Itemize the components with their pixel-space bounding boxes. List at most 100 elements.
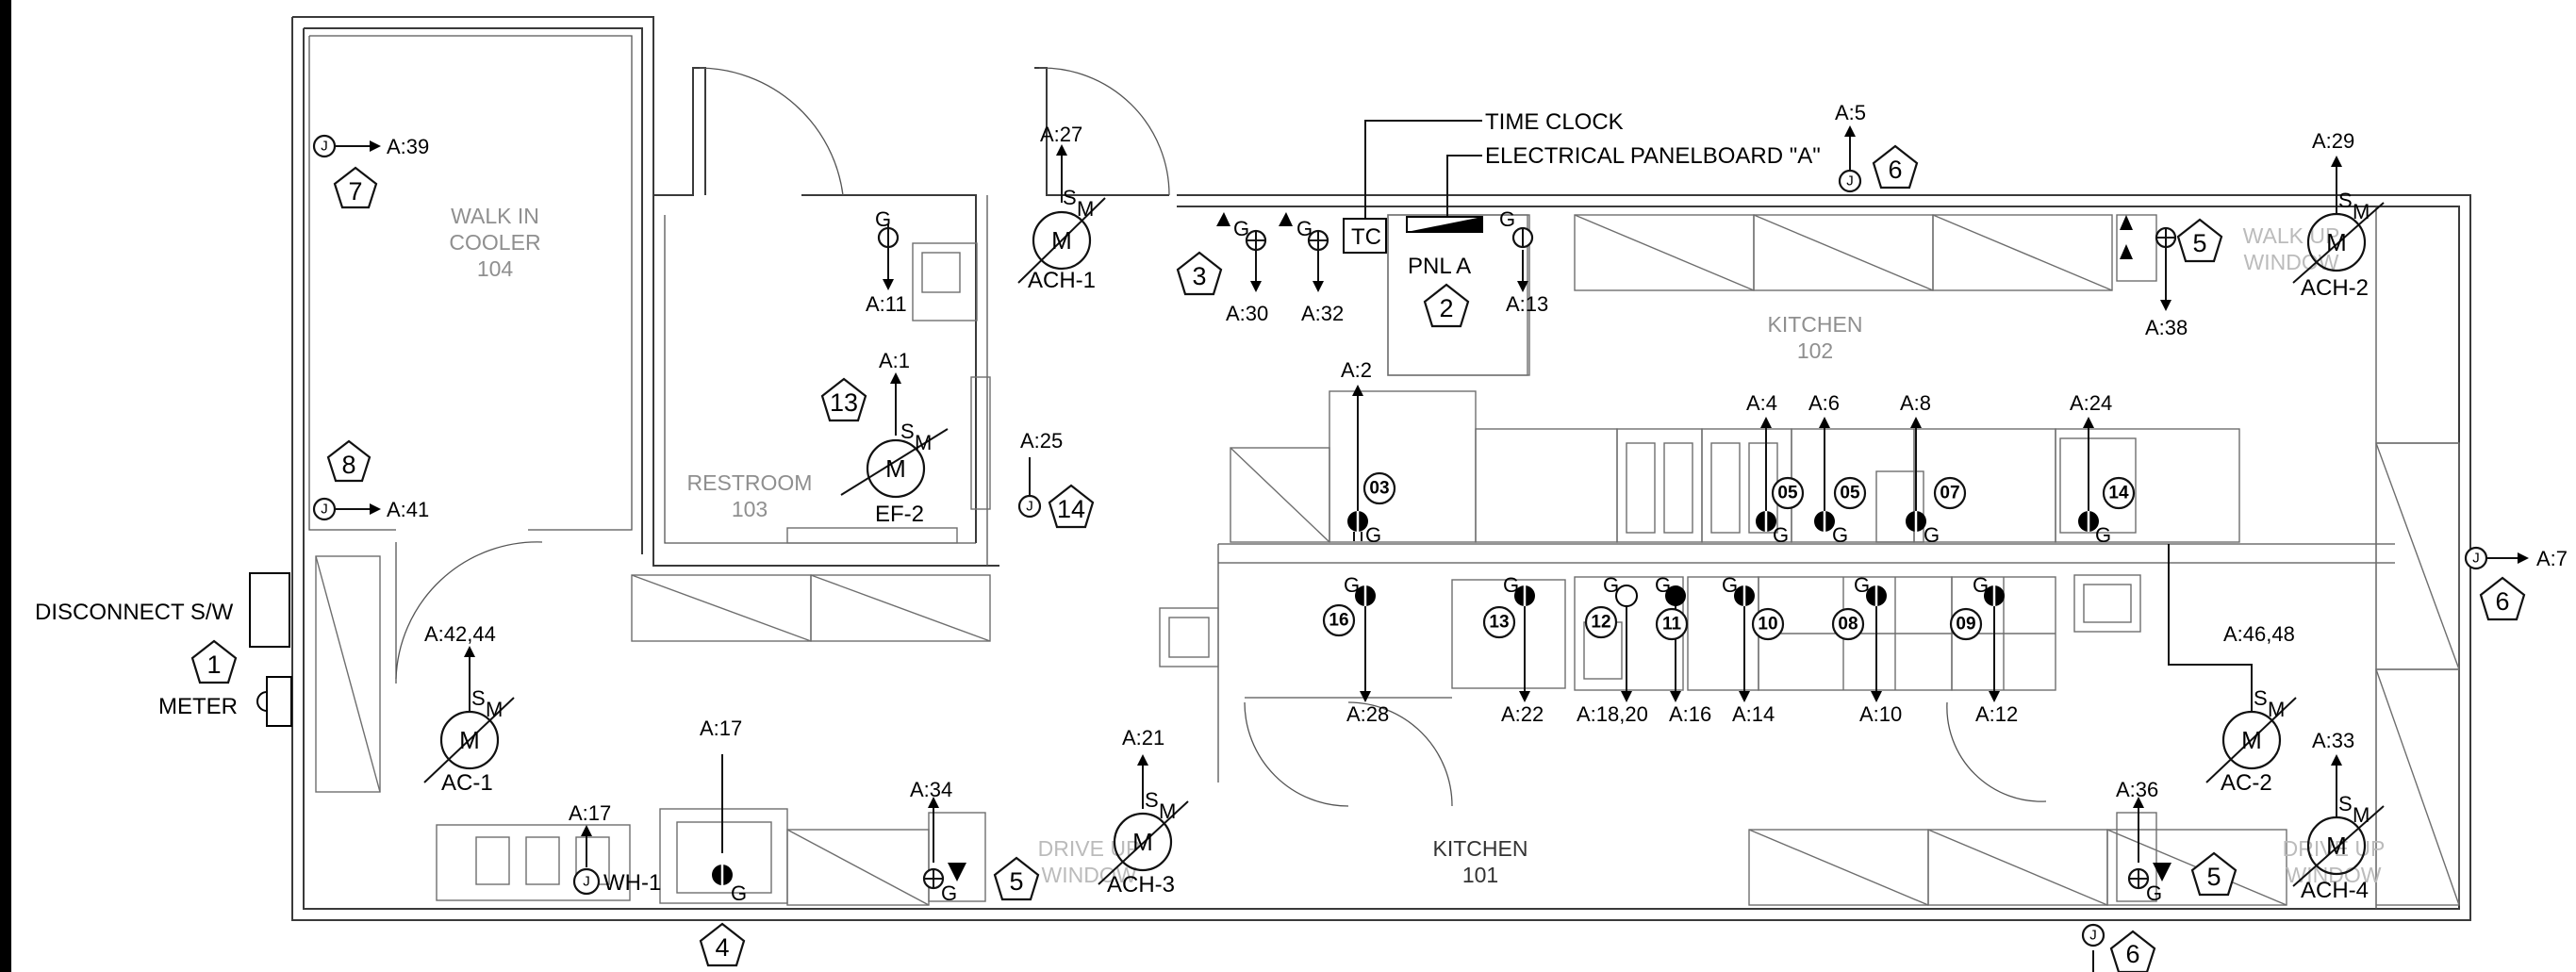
equip-tag-12: 12 <box>1584 605 1618 639</box>
svg-text:M: M <box>885 454 906 483</box>
keynote-8: 8 <box>326 439 372 483</box>
svg-text:J: J <box>1846 173 1854 189</box>
svg-text:1: 1 <box>206 651 221 679</box>
junction-box-a39: J <box>312 134 337 158</box>
motor-ach-4: M S M ACH-4 <box>2292 792 2385 903</box>
disconnect-label: DISCONNECT S/W <box>35 600 234 625</box>
receptacle-07 <box>1906 511 1926 532</box>
svg-text:G: G <box>2095 523 2111 547</box>
svg-text:S: S <box>2254 686 2268 710</box>
leader-lines <box>335 120 2529 972</box>
svg-text:08: 08 <box>1838 615 1858 634</box>
circuit-a32: A:32 <box>1301 302 1344 325</box>
circuit-a28: A:28 <box>1346 702 1389 726</box>
equip-ach-1: ACH-1 <box>1028 268 1096 293</box>
keynote-1: 1 <box>190 639 238 684</box>
circuit-a29: A:29 <box>2312 129 2354 153</box>
svg-text:13: 13 <box>830 388 858 417</box>
svg-text:G: G <box>875 207 891 231</box>
svg-text:M: M <box>1077 197 1094 221</box>
svg-text:16: 16 <box>1329 611 1348 631</box>
junction-box-wh1: J <box>572 867 601 896</box>
equip-ac-2: AC-2 <box>2221 770 2272 796</box>
keynote-6b: 6 <box>2479 576 2526 621</box>
room-walk-up-window-line2: WINDOW <box>2244 250 2339 274</box>
data-outlet-2 <box>1279 212 1293 226</box>
receptacle-11 <box>1665 585 1686 606</box>
svg-text:G: G <box>1773 523 1789 547</box>
svg-text:M: M <box>915 431 932 454</box>
motor-ach-1: M S M ACH-1 <box>1017 186 1106 293</box>
circuit-a7: A:7 <box>2536 547 2568 570</box>
equip-tag-07: 07 <box>1933 476 1967 510</box>
svg-text:J: J <box>2472 551 2480 567</box>
circuit-a36: A:36 <box>2116 778 2158 801</box>
circuit-a38: A:38 <box>2145 316 2188 339</box>
equip-tag-13: 13 <box>1482 605 1516 639</box>
svg-text:14: 14 <box>2108 484 2129 503</box>
room-drive-up-window-1-line2: WINDOW <box>1042 863 1137 887</box>
svg-text:G: G <box>1655 573 1671 597</box>
receptacle-12 <box>1615 585 1638 607</box>
keynote-14: 14 <box>1048 484 1095 529</box>
svg-text:G: G <box>1603 573 1619 597</box>
receptacle-a32 <box>1307 229 1329 252</box>
receptacle-a34 <box>922 867 945 890</box>
svg-text:M: M <box>2353 803 2370 827</box>
svg-text:M: M <box>2353 200 2370 223</box>
receptacle-a30 <box>1245 229 1267 252</box>
room-walk-in-cooler-line2: COOLER <box>449 230 540 255</box>
svg-text:M: M <box>459 726 480 754</box>
svg-text:M: M <box>2241 726 2262 754</box>
room-walk-in-cooler-number: 104 <box>477 256 514 281</box>
room-walk-up-window-line1: WALK UP <box>2243 223 2340 248</box>
room-kitchen-102-number: 102 <box>1797 338 1833 363</box>
circuit-a11: A:11 <box>866 292 907 316</box>
svg-text:G: G <box>1365 523 1381 547</box>
junction-box-a5: J <box>1838 169 1862 193</box>
panel-a-label: PNL A <box>1408 254 1471 279</box>
keynote-5c: 5 <box>2190 851 2237 897</box>
door-swings <box>395 67 2047 807</box>
disconnect-switch <box>249 572 290 648</box>
panel-a-fill <box>1407 217 1482 232</box>
receptacle-a38 <box>2155 226 2177 249</box>
circuit-a13: A:13 <box>1506 292 1548 316</box>
circuit-a34: A:34 <box>910 778 952 801</box>
misc-labels: TIME CLOCK ELECTRICAL PANELBOARD "A" DIS… <box>35 109 1821 896</box>
data-outlet-4 <box>2120 244 2133 259</box>
time-clock-box-label: TC <box>1351 224 1381 250</box>
circuit-labels: A:39 A:41 A:11 A:27 A:1 A:25 A:30 A:32 A… <box>387 101 2568 825</box>
room-kitchen-101-name: KITCHEN <box>1433 836 1528 861</box>
svg-text:M: M <box>2326 832 2347 860</box>
svg-text:G: G <box>1503 573 1519 597</box>
equip-tag-14: 14 <box>2102 476 2136 510</box>
equip-tag-05a: 05 <box>1771 476 1805 510</box>
svg-text:G: G <box>1344 573 1360 597</box>
equip-tag-09: 09 <box>1949 607 1983 641</box>
keynote-2: 2 <box>1423 283 1470 328</box>
data-outlet-1 <box>1216 212 1230 226</box>
receptacle-a36 <box>2127 867 2150 890</box>
circuit-a5: A:5 <box>1835 101 1866 124</box>
keynote-3: 3 <box>1176 251 1223 296</box>
room-walk-in-cooler-line1: WALK IN <box>451 204 539 228</box>
receptacle-03 <box>1347 511 1368 541</box>
keynote-7: 7 <box>333 166 378 209</box>
keynotes: 7 8 13 14 3 2 6 5 6 1 4 5 5 6 <box>190 144 2526 972</box>
svg-text:M: M <box>1132 828 1153 856</box>
keynote-5a: 5 <box>2176 218 2223 263</box>
svg-text:10: 10 <box>1758 615 1777 634</box>
circuit-a30: A:30 <box>1226 302 1268 325</box>
motor-ac-1: M S M AC-1 <box>423 686 515 796</box>
circuit-a46-48: A:46,48 <box>2223 622 2295 646</box>
svg-text:G: G <box>2146 881 2162 905</box>
receptacle-14 <box>2078 511 2099 532</box>
svg-text:6: 6 <box>1888 156 1902 184</box>
circuit-a1: A:1 <box>879 349 910 372</box>
svg-text:S: S <box>1063 186 1077 209</box>
circuit-a2: A:2 <box>1341 358 1372 382</box>
equip-tag-08: 08 <box>1831 607 1865 641</box>
equip-ach-2: ACH-2 <box>2301 275 2369 301</box>
keynote-4: 4 <box>699 922 746 967</box>
